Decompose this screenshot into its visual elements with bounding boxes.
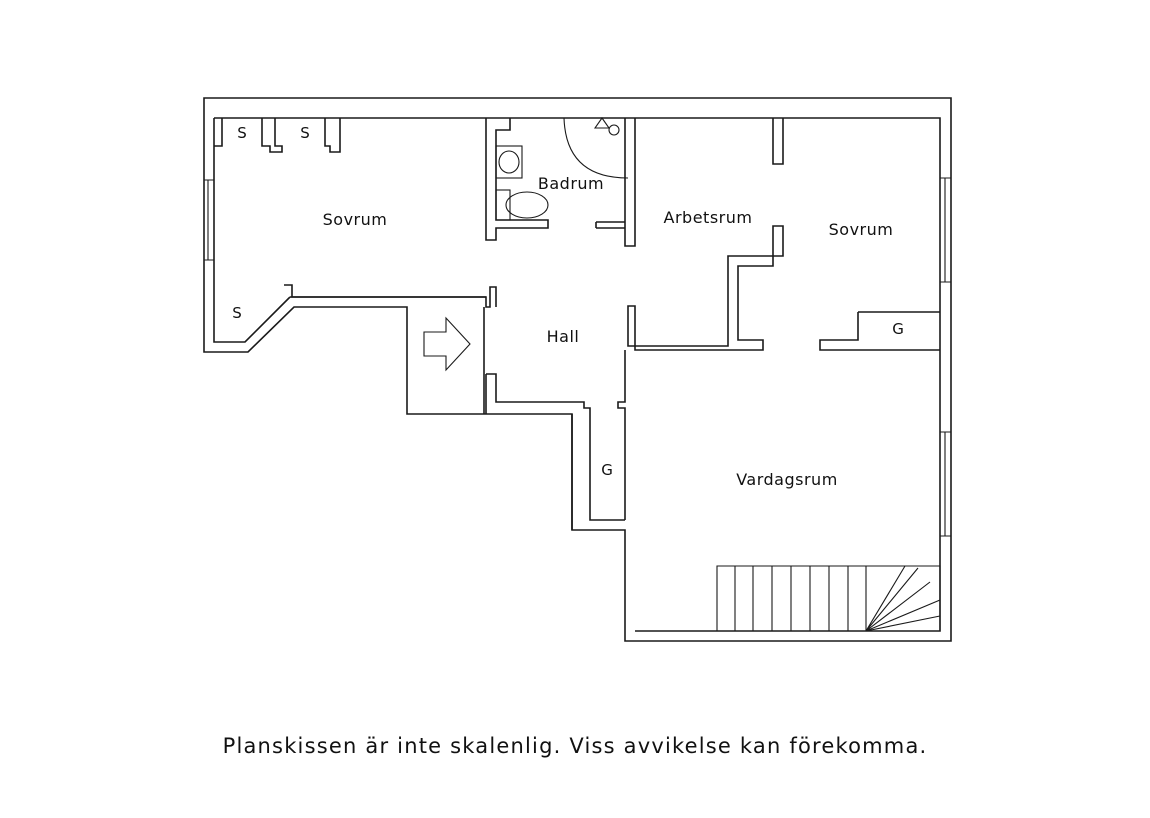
disclaimer-caption: Planskissen är inte skalenlig. Viss avvi… <box>222 734 928 758</box>
bathroom-walls <box>485 117 636 247</box>
closets-top-left <box>214 118 341 153</box>
storage-label-s1: S <box>237 124 247 142</box>
room-label-hall: Hall <box>547 327 580 346</box>
room-label-vardagsrum: Vardagsrum <box>736 470 838 489</box>
hall-walls <box>485 350 626 530</box>
room-label-arbetsrum: Arbetsrum <box>664 208 753 227</box>
storage-label-s2: S <box>300 124 310 142</box>
entrance-stair <box>423 307 485 414</box>
storage-label-g1: G <box>892 320 904 338</box>
inner-walls-right <box>627 118 940 351</box>
room-label-sovrum-left: Sovrum <box>323 210 388 229</box>
windows <box>204 177 951 537</box>
storage-label-g2: G <box>601 461 613 479</box>
storage-label-s3: S <box>232 304 242 322</box>
living-room-stairs <box>716 565 941 632</box>
room-label-badrum: Badrum <box>538 174 604 193</box>
sovrum-bottom-wall <box>284 284 497 308</box>
room-label-sovrum-right: Sovrum <box>829 220 894 239</box>
